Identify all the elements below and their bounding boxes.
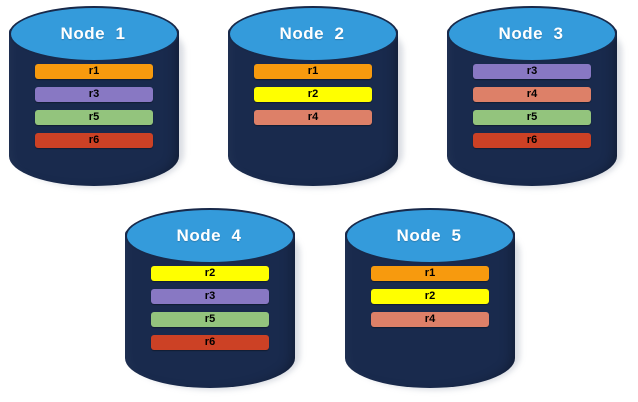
node-title: Node 4 bbox=[176, 226, 242, 245]
node-cylinder-3[interactable]: r3 r4 r5 r6 Node 3 bbox=[446, 6, 624, 188]
node-lid bbox=[125, 208, 295, 264]
node-cylinder-4[interactable]: r2 r3 r5 r6 Node 4 bbox=[124, 208, 302, 390]
replica-bar[interactable]: r4 bbox=[473, 87, 591, 102]
replica-bar[interactable]: r2 bbox=[254, 87, 372, 102]
replica-bar[interactable]: r5 bbox=[151, 312, 269, 327]
node-lid bbox=[9, 6, 179, 62]
replica-list-1: r1 r3 r5 r6 bbox=[35, 64, 153, 156]
replica-bar[interactable]: r1 bbox=[254, 64, 372, 79]
replica-bar[interactable]: r4 bbox=[254, 110, 372, 125]
replica-bar[interactable]: r3 bbox=[473, 64, 591, 79]
replica-bar[interactable]: r5 bbox=[473, 110, 591, 125]
node-lid bbox=[345, 208, 515, 264]
replica-bar[interactable]: r3 bbox=[151, 289, 269, 304]
node-title: Node 2 bbox=[279, 24, 345, 43]
replica-bar[interactable]: r4 bbox=[371, 312, 489, 327]
replica-bar[interactable]: r1 bbox=[371, 266, 489, 281]
replica-list-3: r3 r4 r5 r6 bbox=[473, 64, 591, 156]
replica-bar[interactable]: r6 bbox=[473, 133, 591, 148]
node-lid bbox=[228, 6, 398, 62]
replica-bar[interactable]: r5 bbox=[35, 110, 153, 125]
replica-bar[interactable]: r1 bbox=[35, 64, 153, 79]
node-lid bbox=[447, 6, 617, 62]
replica-bar[interactable]: r2 bbox=[151, 266, 269, 281]
replica-bar[interactable]: r3 bbox=[35, 87, 153, 102]
node-cylinder-2[interactable]: r1 r2 r4 Node 2 bbox=[227, 6, 405, 188]
replica-bar[interactable]: r6 bbox=[35, 133, 153, 148]
replica-bar[interactable]: r2 bbox=[371, 289, 489, 304]
replica-bar[interactable]: r6 bbox=[151, 335, 269, 350]
node-title: Node 5 bbox=[396, 226, 462, 245]
node-cylinder-5[interactable]: r1 r2 r4 Node 5 bbox=[344, 208, 522, 390]
replica-list-4: r2 r3 r5 r6 bbox=[151, 266, 269, 358]
replica-list-2: r1 r2 r4 bbox=[254, 64, 372, 133]
node-title: Node 3 bbox=[498, 24, 564, 43]
node-title: Node 1 bbox=[60, 24, 126, 43]
replica-list-5: r1 r2 r4 bbox=[371, 266, 489, 335]
node-cylinder-1[interactable]: r1 r3 r5 r6 Node 1 bbox=[8, 6, 186, 188]
